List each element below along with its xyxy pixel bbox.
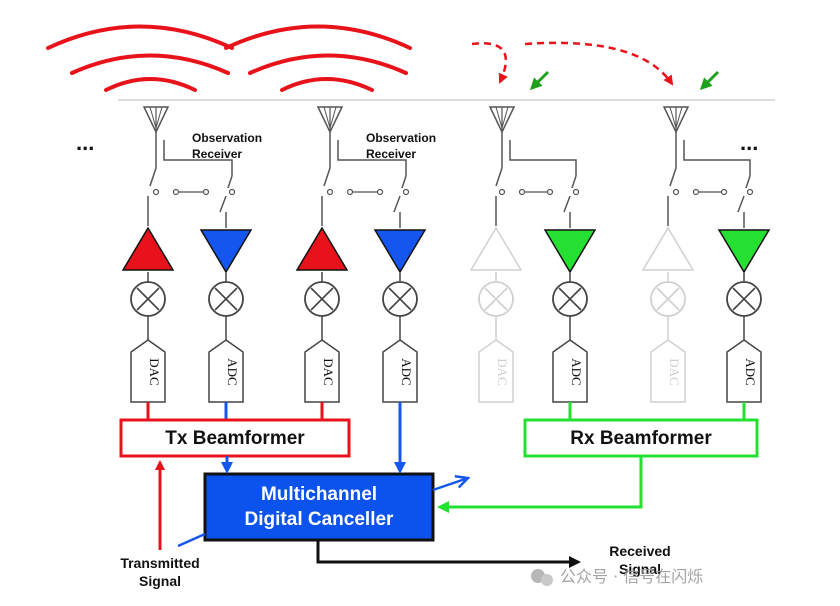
received-signal-label-1: Received: [609, 543, 670, 559]
tx-amplifier-icon: [121, 226, 175, 271]
dac-block: [650, 339, 686, 403]
channel-4: DAC ADC: [641, 106, 771, 420]
adc-label: ADC: [743, 358, 758, 385]
rx-amplifier-icon: [717, 229, 771, 274]
transmitted-signal-label-2: Signal: [139, 573, 181, 589]
observation-receiver-label-2: Receiver: [192, 147, 242, 161]
dac-label: DAC: [147, 358, 162, 385]
ellipsis-left: ...: [76, 130, 94, 155]
canceller-label-line1: Multichannel: [261, 484, 377, 505]
observation-switch: [563, 195, 571, 213]
observation-receiver-label-1: Observation: [366, 131, 436, 145]
observation-switch: [737, 195, 745, 213]
observation-receiver-label-2: Receiver: [366, 147, 416, 161]
canceller-label-line2: Digital Canceller: [245, 509, 394, 530]
ellipsis-right: ...: [740, 130, 758, 155]
adc-label: ADC: [399, 358, 414, 385]
antenna-switch: [323, 167, 331, 187]
received-signal-label-2: Signal: [619, 561, 661, 577]
dac-block: [478, 339, 514, 403]
dac-label: DAC: [495, 358, 510, 385]
adc-label: ADC: [569, 358, 584, 385]
channel-3: DAC ADC: [469, 106, 597, 420]
rx-beamformer-label: Rx Beamformer: [570, 428, 712, 449]
tx-beamformer-label: Tx Beamformer: [165, 428, 305, 449]
rx-amplifier-icon: [373, 229, 427, 274]
transmitted-signal-label-1: Transmitted: [120, 555, 199, 571]
transmitted-to-canceller-line: [177, 532, 206, 548]
tx-beamformer-box: [119, 418, 351, 458]
antenna-switch: [669, 167, 677, 187]
observation-switch: [393, 195, 401, 213]
rx-amplifier-icon: [543, 229, 597, 274]
dac-label: DAC: [321, 358, 336, 385]
rx-beamformer-box: [523, 418, 759, 458]
tx-amplifier-icon: [295, 226, 349, 271]
tx-amplifier-icon: [641, 226, 695, 271]
antenna-switch: [149, 167, 157, 187]
tx-amplifier-icon: [469, 226, 523, 271]
canceller-output-arrow: [432, 478, 468, 492]
dac-label: DAC: [667, 358, 682, 385]
rx-amplifier-icon: [199, 229, 253, 274]
received-signal-arrow: [316, 540, 581, 568]
observation-receiver-label-1: Observation: [192, 131, 262, 145]
adc-label: ADC: [225, 358, 240, 385]
incoming-signals: [471, 41, 720, 91]
rx-to-canceller-arrow: [437, 456, 643, 513]
antenna-switch: [495, 167, 503, 187]
watermark-text: 公众号 · 信号在闪烁: [560, 567, 703, 586]
transmit-wavefronts: [46, 24, 412, 92]
watermark: 公众号 · 信号在闪烁: [531, 567, 703, 586]
observation-switch: [219, 195, 227, 213]
